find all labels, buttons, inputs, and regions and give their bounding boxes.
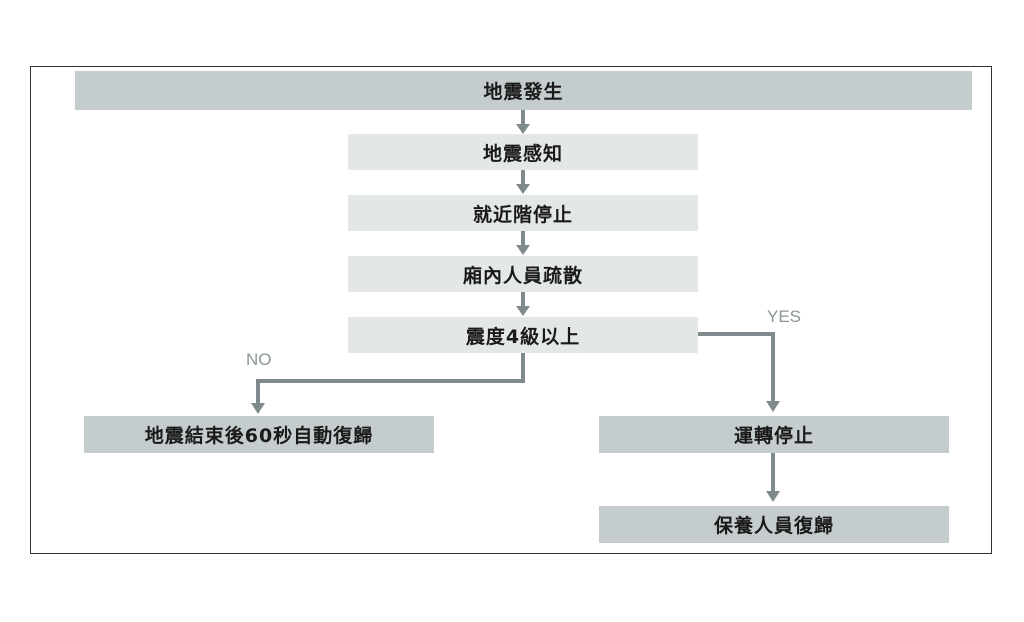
node-decision: 震度4級以上 <box>348 317 698 353</box>
node-detect: 地震感知 <box>348 134 698 170</box>
arrowhead <box>766 401 780 412</box>
node-stop-nearest: 就近階停止 <box>348 195 698 231</box>
node-start: 地震發生 <box>75 71 972 110</box>
diagram-frame <box>30 66 992 554</box>
arrowhead <box>516 306 530 316</box>
node-halt: 運轉停止 <box>599 416 949 453</box>
arrow-yes-branch <box>697 332 775 403</box>
branch-label-yes: YES <box>767 307 802 326</box>
arrowhead <box>516 124 530 134</box>
arrow-no-branch <box>256 353 525 405</box>
node-evacuate: 廂內人員疏散 <box>348 256 698 292</box>
branch-label-no: NO <box>246 350 272 369</box>
node-auto-recover: 地震結束後60秒自動復歸 <box>84 416 434 453</box>
arrowhead <box>516 245 530 255</box>
arrowhead <box>251 403 265 414</box>
arrowhead <box>516 184 530 194</box>
node-maint-recover: 保養人員復歸 <box>599 506 949 543</box>
arrowhead <box>766 491 780 502</box>
